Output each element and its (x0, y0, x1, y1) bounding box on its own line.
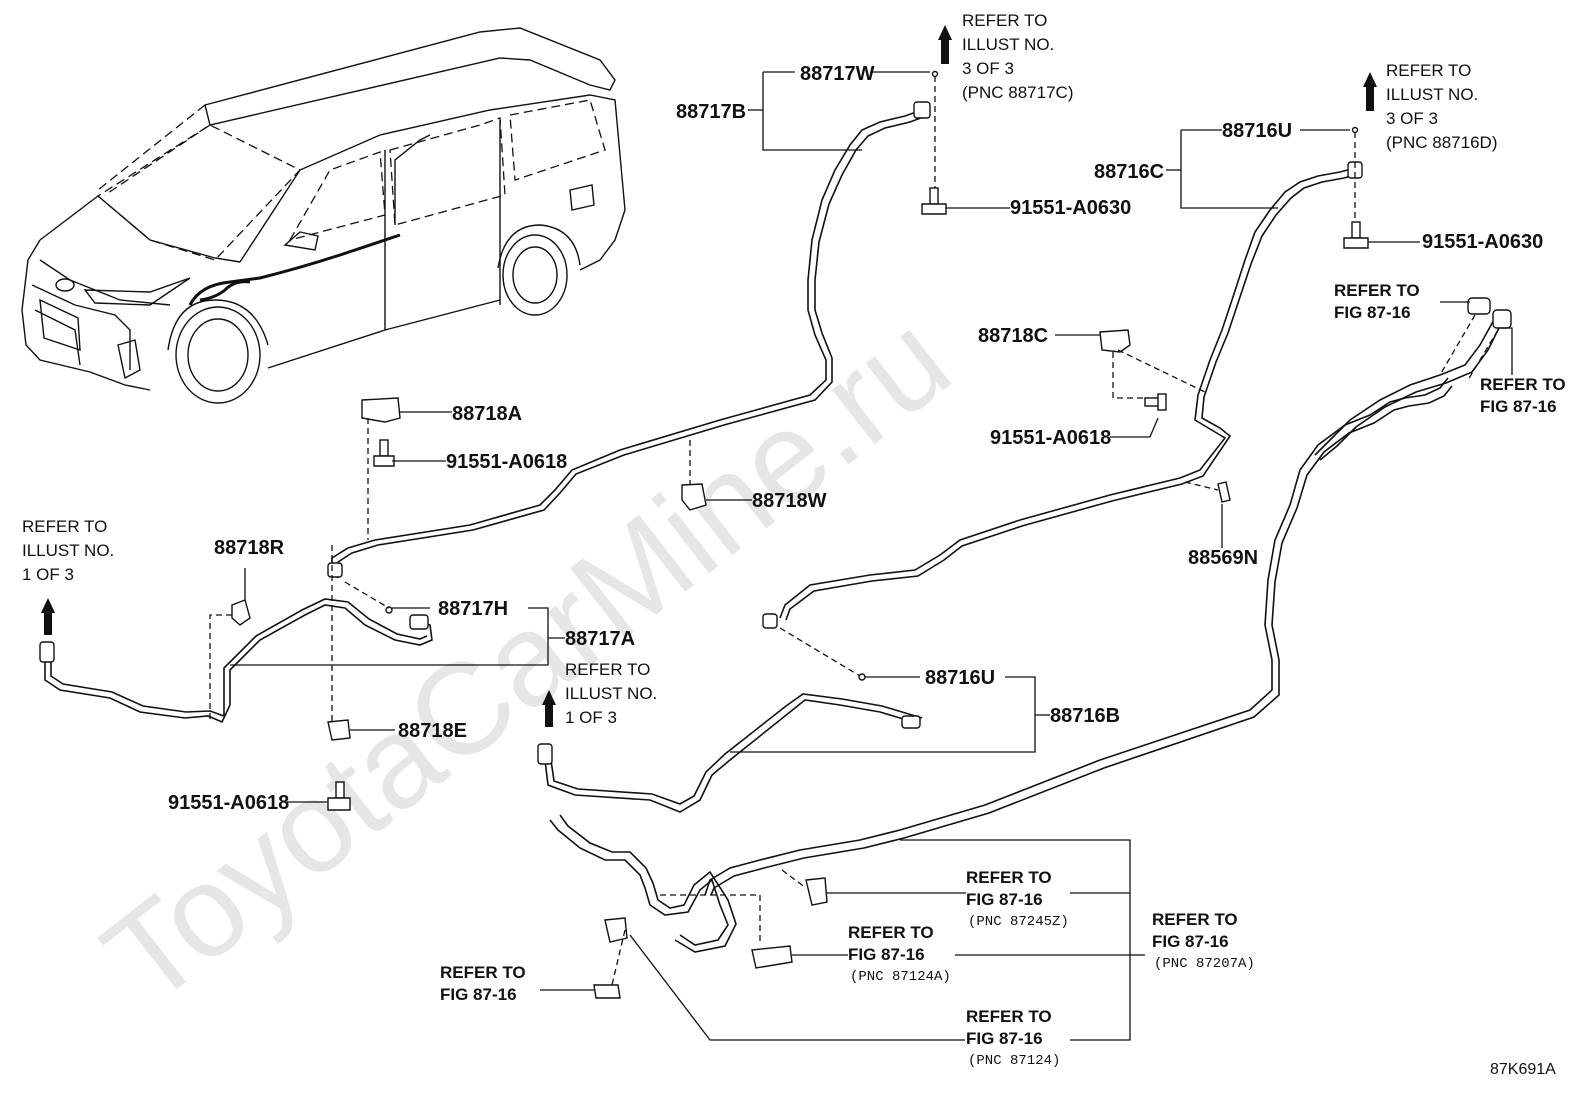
clip-icon (681, 483, 707, 511)
ref-line: REFER TO (565, 660, 650, 679)
ref-line: (PNC 88717C) (962, 83, 1074, 102)
ref-note-fig-87245z: REFER TO FIG 87-16 (PNC 87245Z) (966, 868, 1069, 930)
part-label-88717a: 88717A (565, 628, 635, 650)
part-label-88718w: 88718W (752, 490, 827, 512)
fitting-icon (1351, 126, 1359, 134)
clip-icon (751, 945, 793, 969)
pipes (39, 101, 1512, 953)
bolt-icon (327, 781, 351, 811)
part-label-91551-a0630: 91551-A0630 (1010, 197, 1131, 219)
ref-note-fig-right-top: REFER TO FIG 87-16 (1334, 281, 1420, 322)
ref-line: REFER TO (440, 963, 526, 982)
ref-line: REFER TO (1480, 375, 1566, 394)
ref-line: REFER TO (966, 1007, 1052, 1026)
grommet-icon (593, 984, 621, 999)
vehicle-illustration (21, 27, 626, 404)
ref-note-left: REFER TO ILLUST NO. 1 OF 3 (22, 517, 114, 584)
ref-line: (PNC 87124A) (850, 969, 951, 985)
ref-line: FIG 87-16 (966, 1029, 1043, 1048)
part-label-91551-a0618: 91551-A0618 (990, 427, 1111, 449)
bolt-icon (921, 187, 947, 215)
up-arrow-icon (938, 25, 952, 64)
bolt-icon (373, 439, 395, 467)
clip-icon (604, 917, 628, 943)
part-label-88716b: 88716B (1050, 705, 1120, 727)
clip-icon (1217, 481, 1231, 503)
ref-line: FIG 87-16 (440, 985, 517, 1004)
part-label-88718e: 88718E (398, 720, 467, 742)
ref-line: REFER TO (22, 517, 107, 536)
ref-line: FIG 87-16 (1480, 397, 1557, 416)
ref-line: FIG 87-16 (1334, 303, 1411, 322)
part-label-88717b: 88717B (676, 101, 746, 123)
ref-line: REFER TO (966, 868, 1052, 887)
fitting-icon (858, 673, 866, 681)
part-label-88718a: 88718A (452, 403, 522, 425)
clip-icon (805, 877, 828, 906)
ref-line: 3 OF 3 (1386, 109, 1438, 128)
ref-line: REFER TO (1152, 910, 1238, 929)
clip-icon (1099, 329, 1131, 353)
part-label-88717w: 88717W (800, 63, 875, 85)
ref-note-top-right: REFER TO ILLUST NO. 3 OF 3 (PNC 88716D) (1386, 61, 1498, 152)
ref-line: FIG 87-16 (848, 945, 925, 964)
ref-line: FIG 87-16 (966, 890, 1043, 909)
part-label-91551-a0618: 91551-A0618 (446, 451, 567, 473)
up-arrow-icon (1363, 72, 1377, 111)
ref-note-top-left: REFER TO ILLUST NO. 3 OF 3 (PNC 88717C) (962, 11, 1074, 102)
figure-code: 87K691A (1490, 1061, 1556, 1078)
ref-note-middle: REFER TO ILLUST NO. 1 OF 3 (565, 660, 657, 727)
ref-line: REFER TO (848, 923, 934, 942)
part-labels: 88717W 88717B 91551-A0630 88716U 88716C … (168, 63, 1543, 814)
up-arrow-icon (41, 598, 55, 635)
guide-lines (209, 76, 1499, 986)
bolt-icon (1144, 393, 1167, 411)
ref-line: FIG 87-16 (1152, 932, 1229, 951)
fitting-icon (931, 70, 939, 78)
ref-note-fig-bottom-left: REFER TO FIG 87-16 (440, 963, 526, 1004)
ref-line: REFER TO (1334, 281, 1420, 300)
part-label-88718r: 88718R (214, 537, 285, 559)
bolt-icon (1343, 221, 1369, 249)
ref-line: ILLUST NO. (565, 684, 657, 703)
clip-icon (327, 719, 351, 741)
up-arrow-icon (542, 690, 556, 727)
ref-note-fig-87124a: REFER TO FIG 87-16 (PNC 87124A) (848, 923, 951, 985)
ref-line: (PNC 87124) (968, 1053, 1060, 1069)
ref-line: ILLUST NO. (22, 541, 114, 560)
ref-line: REFER TO (962, 11, 1047, 30)
clip-icon (361, 397, 401, 423)
fitting-icon (385, 606, 393, 614)
reference-notes: REFER TO ILLUST NO. 3 OF 3 (PNC 88717C) … (22, 11, 1566, 1069)
ref-line: ILLUST NO. (1386, 85, 1478, 104)
ref-line: (PNC 87207A) (1154, 956, 1255, 972)
ref-note-fig-87207a: REFER TO FIG 87-16 (PNC 87207A) (1152, 910, 1255, 972)
part-label-88718c: 88718C (978, 325, 1048, 347)
ref-line: 3 OF 3 (962, 59, 1014, 78)
ref-line: ILLUST NO. (962, 35, 1054, 54)
ref-line: (PNC 87245Z) (968, 914, 1069, 930)
part-label-91551-a0618: 91551-A0618 (168, 792, 289, 814)
ref-line: (PNC 88716D) (1386, 133, 1498, 152)
leader-lines (230, 71, 1513, 1041)
part-label-91551-a0630: 91551-A0630 (1422, 231, 1543, 253)
arrows (41, 25, 1377, 727)
ref-line: 1 OF 3 (22, 565, 74, 584)
watermark: ToyotaCarMine.ru (77, 285, 975, 1032)
part-label-88717h: 88717H (438, 598, 508, 620)
part-label-88569n: 88569N (1188, 547, 1258, 569)
ref-note-fig-right: REFER TO FIG 87-16 (1480, 375, 1566, 416)
ref-line: 1 OF 3 (565, 708, 617, 727)
clip-icon (231, 599, 251, 626)
part-label-88716c: 88716C (1094, 161, 1164, 183)
part-label-88716u: 88716U (1222, 120, 1292, 142)
fasteners (231, 70, 1369, 999)
ref-note-fig-87124: REFER TO FIG 87-16 (PNC 87124) (966, 1007, 1060, 1069)
ref-line: REFER TO (1386, 61, 1471, 80)
part-label-88716u: 88716U (925, 667, 995, 689)
